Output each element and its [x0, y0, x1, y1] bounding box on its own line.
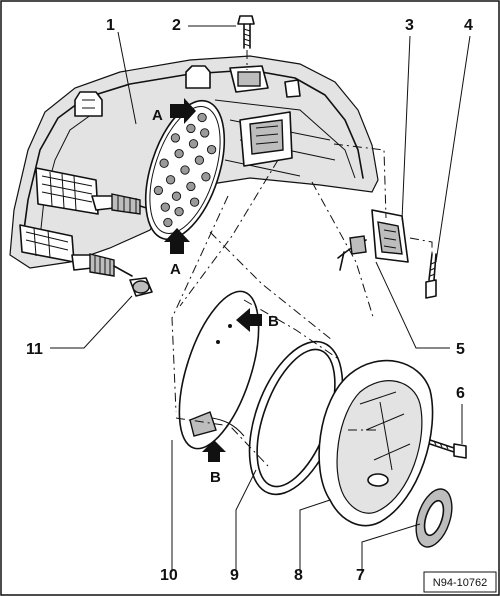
marker-b-bottom-label: B: [210, 469, 221, 486]
lamp-sockets: [71, 193, 161, 277]
led: [206, 144, 217, 155]
screw-cover: [429, 439, 467, 459]
led: [159, 158, 169, 168]
callout-4: 4: [464, 17, 473, 34]
leader-lines: [50, 25, 471, 572]
callout-10: 10: [160, 567, 178, 584]
led: [186, 123, 196, 134]
callout-7: 7: [356, 567, 365, 584]
callout-5: 5: [456, 341, 465, 358]
callout-3: 3: [405, 17, 414, 34]
led: [163, 217, 173, 228]
detail-marker-b-bottom: B: [202, 440, 226, 486]
led: [174, 148, 184, 159]
callout-labels: 1 2 3 4 5 6 7 8 9 10 11: [26, 17, 473, 584]
led: [174, 206, 184, 217]
nut: [129, 277, 153, 297]
callout-6: 6: [456, 385, 465, 402]
led: [171, 191, 182, 201]
cover-cap: [318, 359, 434, 527]
led: [165, 175, 176, 185]
led: [160, 202, 170, 212]
led: [189, 197, 200, 207]
led-array: [153, 112, 217, 228]
reference-code-box: N94-10762: [423, 571, 497, 593]
led: [153, 185, 164, 196]
marker-a-bottom-label: A: [170, 261, 181, 278]
wire-harness: [337, 235, 367, 271]
led: [180, 165, 190, 175]
marker-a-top-label: A: [152, 107, 163, 124]
led: [186, 181, 196, 192]
detail-marker-b-top: B: [236, 308, 279, 332]
detail-marker-a-top: A: [152, 98, 196, 124]
seal-ring: [415, 488, 453, 548]
led: [201, 172, 211, 182]
bulb-holder: [371, 209, 409, 263]
screw-right: [425, 253, 437, 299]
reference-code: N94-10762: [433, 577, 487, 589]
detail-marker-a-bottom: A: [164, 228, 190, 278]
led: [197, 112, 207, 123]
led: [194, 155, 205, 165]
led: [188, 139, 199, 149]
marker-b-top-label: B: [268, 313, 279, 330]
callout-9: 9: [230, 567, 239, 584]
assembly-lines: [171, 143, 433, 467]
callout-1: 1: [106, 17, 115, 34]
callout-8: 8: [294, 567, 303, 584]
callout-11: 11: [26, 341, 43, 358]
circuit-board: [178, 290, 260, 450]
led: [200, 128, 210, 138]
screw-top: [237, 15, 255, 70]
led: [170, 133, 181, 143]
callout-2: 2: [172, 17, 181, 34]
